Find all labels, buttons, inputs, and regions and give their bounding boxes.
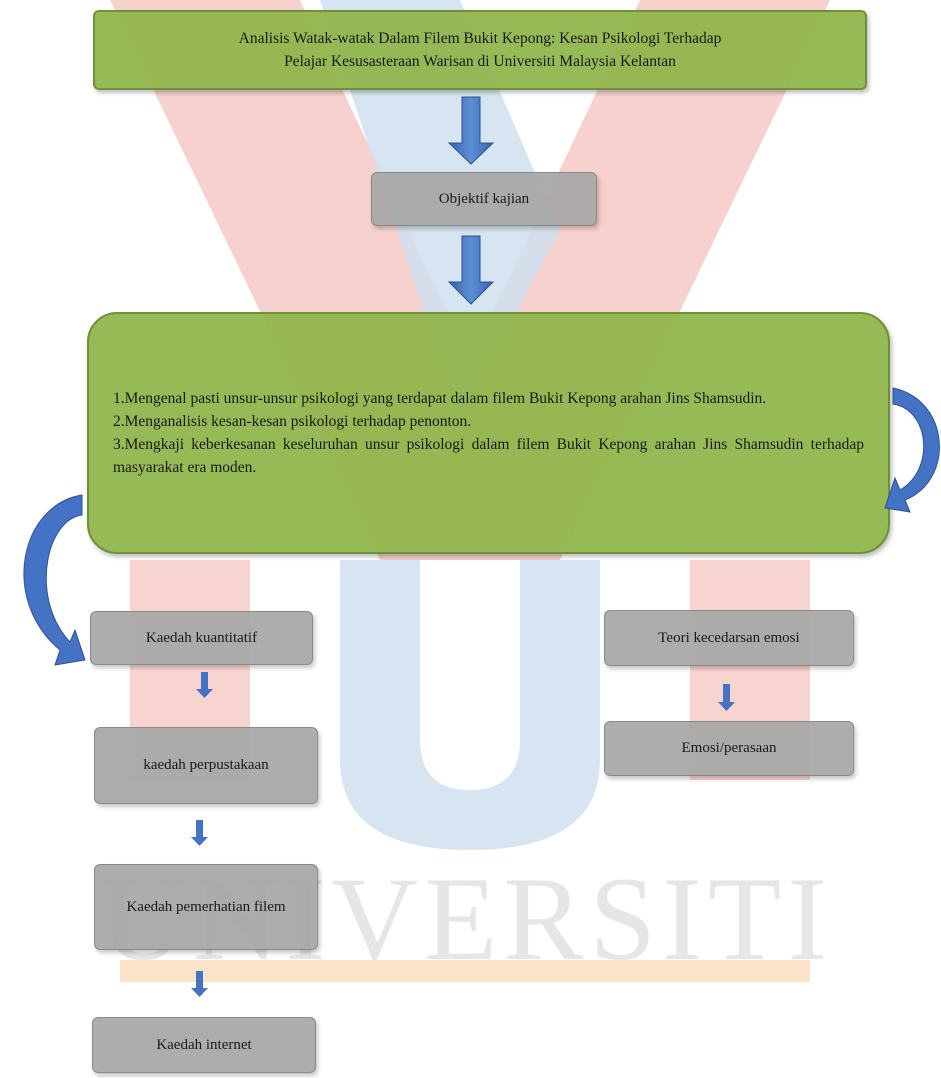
method-quantitative-label: Kaedah kuantitatif	[145, 629, 258, 646]
curved-arrow-icon	[23, 494, 86, 666]
theory-label: Teori kecedarsan emosi	[658, 629, 800, 646]
method-library-box: kaedah perpustakaan	[94, 727, 318, 804]
method-quantitative-box: Kaedah kuantitatif	[90, 611, 313, 665]
arrow-down-icon	[718, 684, 735, 711]
method-observation-label: Kaedah pemerhatian filem	[126, 898, 286, 915]
method-observation-box: Kaedah pemerhatian filem	[94, 864, 318, 950]
method-internet-label: Kaedah internet	[156, 1036, 252, 1053]
curved-arrow-icon	[884, 387, 940, 513]
arrow-down-icon	[447, 96, 495, 165]
theory-box: Teori kecedarsan emosi	[604, 610, 854, 666]
arrow-down-icon	[191, 971, 208, 997]
emotion-label: Emosi/perasaan	[681, 740, 777, 757]
objectives-box: 1.Mengenal pasti unsur-unsur psikologi y…	[87, 312, 890, 554]
title-box: Analisis Watak-watak Dalam Filem Bukit K…	[93, 10, 867, 90]
objective-label-box: Objektif kajian	[371, 172, 597, 226]
objective-3: 3.Mengkaji keberkesanan keseluruhan unsu…	[113, 436, 864, 477]
objective-1: 1.Mengenal pasti unsur-unsur psikologi y…	[113, 389, 767, 407]
arrow-down-icon	[196, 672, 213, 698]
emotion-box: Emosi/perasaan	[604, 721, 854, 776]
title-line-2: Pelajar Kesusasteraan Warisan di Univers…	[284, 53, 676, 70]
method-internet-box: Kaedah internet	[92, 1017, 316, 1073]
arrow-down-icon	[447, 235, 495, 305]
objective-label: Objektif kajian	[438, 190, 530, 207]
method-library-label: kaedah perpustakaan	[143, 757, 269, 774]
objective-2: 2.Menganalisis kesan-kesan psikologi ter…	[113, 412, 472, 430]
arrow-down-icon	[191, 820, 208, 846]
title-line-1: Analisis Watak-watak Dalam Filem Bukit K…	[238, 29, 722, 47]
